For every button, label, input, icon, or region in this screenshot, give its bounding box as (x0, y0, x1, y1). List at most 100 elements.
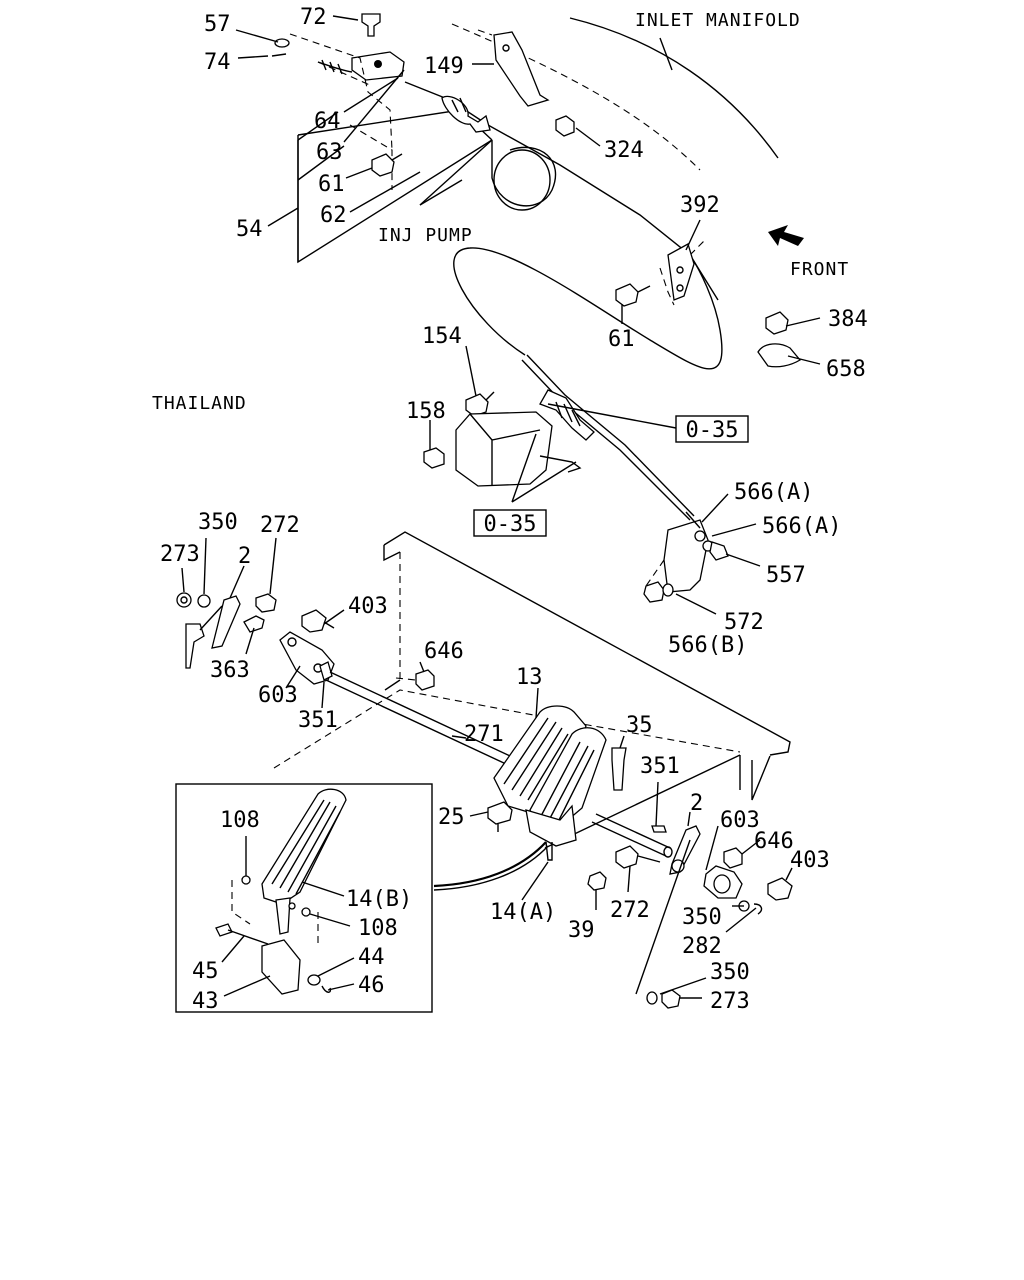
part-label: 64 (314, 109, 341, 134)
nut-646-leader-dash (395, 677, 417, 681)
accelerator-pedal (493, 705, 607, 861)
part-label: 74 (204, 50, 231, 75)
part-label: 149 (424, 54, 464, 79)
ref-label-upper: 0-35 (686, 418, 739, 443)
bolt-61-mid (615, 283, 639, 307)
part-label: 566(A) (762, 514, 841, 539)
nut-39 (587, 871, 607, 891)
part-label: 273 (160, 542, 200, 567)
part-label: 566(B) (668, 633, 747, 658)
part-label: 646 (424, 639, 464, 664)
part-label: 272 (260, 513, 300, 538)
part-label: 557 (766, 563, 806, 588)
part-label: 108 (220, 808, 260, 833)
part-label: 646 (754, 829, 794, 854)
part-label: 363 (210, 658, 250, 683)
part-label: 350 (710, 960, 750, 985)
part-label: 57 (204, 12, 231, 37)
part-label: 72 (300, 5, 327, 30)
part-label: 272 (610, 898, 650, 923)
part-label: 350 (682, 905, 722, 930)
upper-construction-lines (289, 33, 393, 151)
bolt-403-upper (301, 609, 327, 633)
cable-loop-dash (689, 239, 706, 256)
part-label: 572 (724, 610, 764, 635)
part-label: 392 (680, 193, 720, 218)
cable-adjuster-pump (441, 95, 491, 133)
accelerator-shaft (325, 671, 673, 858)
bolt-35 (611, 747, 627, 791)
bolt-154 (465, 393, 489, 417)
part-label: 158 (406, 399, 446, 424)
inj-pump-label: INJ PUMP (378, 225, 473, 246)
part-label: 603 (720, 808, 760, 833)
pedal-arm-linkage (433, 841, 547, 888)
part-label: 14(A) (490, 900, 556, 925)
accelerator-cable (404, 81, 719, 521)
part-label: 35 (626, 713, 653, 738)
inlet-manifold-leader (659, 37, 673, 71)
cable-loop (453, 247, 723, 370)
part-label: 351 (298, 708, 338, 733)
part-label: 566(A) (734, 480, 813, 505)
bolt-61-upper (371, 153, 395, 177)
part-label: 61 (318, 172, 345, 197)
part-label: 273 (710, 989, 750, 1014)
front-arrow-icon (768, 225, 804, 246)
lower-cable-bracket (643, 511, 729, 603)
washer-350-lower (646, 991, 658, 1005)
bracket-149-dash (477, 29, 493, 36)
ref-box-upper (675, 415, 749, 443)
part-label: 324 (604, 138, 644, 163)
part-label: 658 (826, 357, 866, 382)
bolt-25 (487, 801, 513, 825)
part-label: 403 (348, 594, 388, 619)
upper-cable-end (271, 13, 405, 81)
bolt-384 (765, 311, 789, 335)
inset-box (175, 783, 433, 1013)
left-link-assembly (176, 592, 277, 669)
front-label: FRONT (790, 259, 849, 280)
part-label: 54 (236, 217, 263, 242)
part-label: 63 (316, 140, 343, 165)
right-link-assembly (669, 825, 793, 915)
ref-box-lower (473, 509, 547, 537)
bracket-149 (493, 31, 550, 107)
part-label: 271 (464, 722, 504, 747)
inlet-manifold-outline (569, 17, 779, 159)
nut-324 (555, 115, 575, 137)
part-label: 14(B) (346, 887, 412, 912)
part-label: 45 (192, 959, 219, 984)
key-351-upper (319, 661, 333, 681)
part-label: 46 (358, 973, 385, 998)
nut-646-upper (415, 669, 435, 691)
part-label: 350 (198, 510, 238, 535)
inlet-manifold-dashed-edge (451, 23, 701, 171)
part-label: 154 (422, 324, 462, 349)
key-351-lower (651, 825, 667, 833)
part-label: 2 (238, 544, 251, 569)
part-label: 44 (358, 945, 385, 970)
inlet-manifold-label: INLET MANIFOLD (635, 10, 801, 31)
cable-clip-392 (659, 243, 695, 306)
bolt-272-lower (615, 845, 639, 869)
part-label: 62 (320, 203, 347, 228)
clip-658 (757, 343, 801, 368)
part-label: 43 (192, 989, 219, 1014)
part-label: 384 (828, 307, 868, 332)
ref-label-lower: 0-35 (484, 512, 537, 537)
part-label: 282 (682, 934, 722, 959)
part-label: 108 (358, 916, 398, 941)
part-number-labels: 57 72 74 149 64 324 63 61 62 54 392 61 3… (160, 5, 868, 1014)
part-label: 39 (568, 918, 595, 943)
part-label: 61 (608, 327, 635, 352)
part-label: 403 (790, 848, 830, 873)
part-label: 25 (438, 805, 465, 830)
part-label: 603 (258, 683, 298, 708)
firewall-panel (273, 531, 791, 849)
part-label: 351 (640, 754, 680, 779)
center-bracket (455, 389, 595, 487)
leader-lines (181, 15, 821, 999)
